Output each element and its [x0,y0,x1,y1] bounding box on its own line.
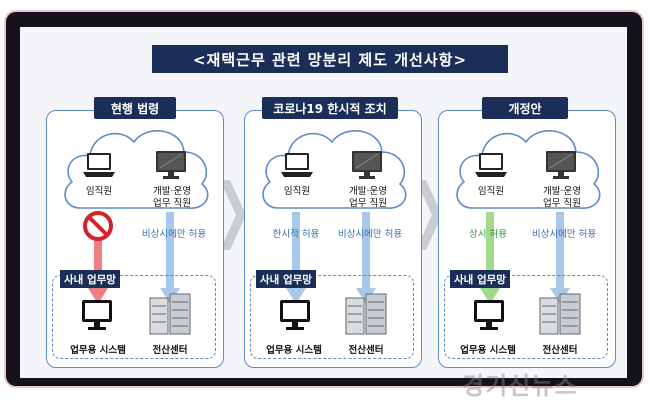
business-system-label: 업무용 시스템 [266,345,322,356]
dev-label-line2: 업무 직원 [349,198,387,209]
laptop-icon [475,153,507,177]
panel-label: 코로나19 한시적 조치 [262,97,398,119]
employee-label: 임직원 [283,186,311,197]
cloud-icon [456,130,601,209]
forbidden-icon [83,211,113,241]
business-system-label: 업무용 시스템 [70,345,126,356]
laptop-icon [83,153,115,177]
chevron-right-icon [416,180,442,250]
diagram-title: <재택근무 관련 망분리 제도 개선사항> [152,45,508,73]
internal-network-label: 사내 업무망 [256,270,316,288]
dev-label-line2: 업무 직원 [153,198,191,209]
data-center-label: 전산센터 [542,345,578,356]
internal-network-label: 사내 업무망 [60,270,120,288]
dev-label-line1: 개발·운영 [153,186,191,197]
internal-network-label: 사내 업무망 [450,270,510,288]
data-center-label: 전산센터 [348,345,384,356]
desktop-icon [82,300,112,330]
blocked-access-arrow [88,212,108,304]
dev-label-line2: 업무 직원 [543,198,581,209]
monitor-icon [546,151,576,179]
panel-label: 현행 법령 [94,97,176,119]
watermark-logo: 경기신뉴스 [462,372,578,400]
employee-label: 임직원 [477,186,505,197]
internal-network-box [444,275,608,359]
dev-access-label: 비상시에만 허용 [337,229,403,240]
dev-access-label: 비상시에만 허용 [531,229,597,240]
internal-network-box [250,275,414,359]
monitor-icon [352,151,382,179]
desktop-icon [280,300,310,330]
data-center-label: 전산센터 [152,345,188,356]
panel-label: 개정안 [482,97,568,119]
monitor-icon [156,151,186,179]
employee-access-label: 상시 허용 [469,229,507,240]
cloud-icon [64,130,209,209]
server-icon [345,293,387,335]
business-system-label: 업무용 시스템 [460,345,516,356]
cloud-icon [262,130,407,209]
desktop-icon [474,300,504,330]
server-icon [539,293,581,335]
temporary-access-arrow [286,212,306,304]
chevron-right-icon [220,180,246,250]
laptop-icon [281,153,313,177]
dev-label-line1: 개발·운영 [543,186,581,197]
dev-label-line1: 개발·운영 [349,186,387,197]
dev-access-label: 비상시에만 허용 [141,229,207,240]
employee-label: 임직원 [85,186,113,197]
employee-access-label: 한시적 허용 [272,229,320,240]
always-access-arrow [480,212,500,304]
internal-network-box [52,275,216,359]
server-icon [149,293,191,335]
